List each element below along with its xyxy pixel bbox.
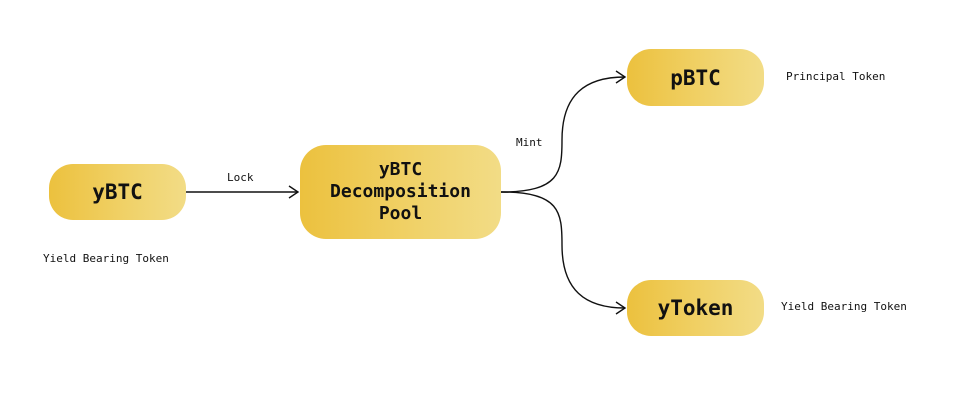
decomposition-pool-node: yBTC Decomposition Pool (300, 145, 501, 239)
lock-edge-label: Lock (227, 171, 254, 184)
pbtc-arrowhead (615, 70, 627, 84)
ybtc-caption: Yield Bearing Token (43, 252, 169, 265)
lock-arrowhead (288, 185, 300, 199)
ytoken-caption: Yield Bearing Token (781, 300, 907, 313)
ytoken-arrowhead (615, 301, 627, 315)
ybtc-node: yBTC (49, 164, 186, 220)
pbtc-caption: Principal Token (786, 70, 886, 83)
ybtc-node-label: yBTC (92, 180, 143, 204)
decomposition-pool-label: yBTC Decomposition Pool (330, 159, 471, 224)
mint-edge-label: Mint (516, 136, 543, 149)
ytoken-node-label: yToken (657, 296, 734, 320)
ytoken-node: yToken (627, 280, 764, 336)
mint-arrow-ytoken (500, 191, 626, 309)
pbtc-node: pBTC (627, 49, 764, 106)
pbtc-node-label: pBTC (670, 65, 721, 90)
mint-arrow-pbtc (500, 76, 626, 193)
